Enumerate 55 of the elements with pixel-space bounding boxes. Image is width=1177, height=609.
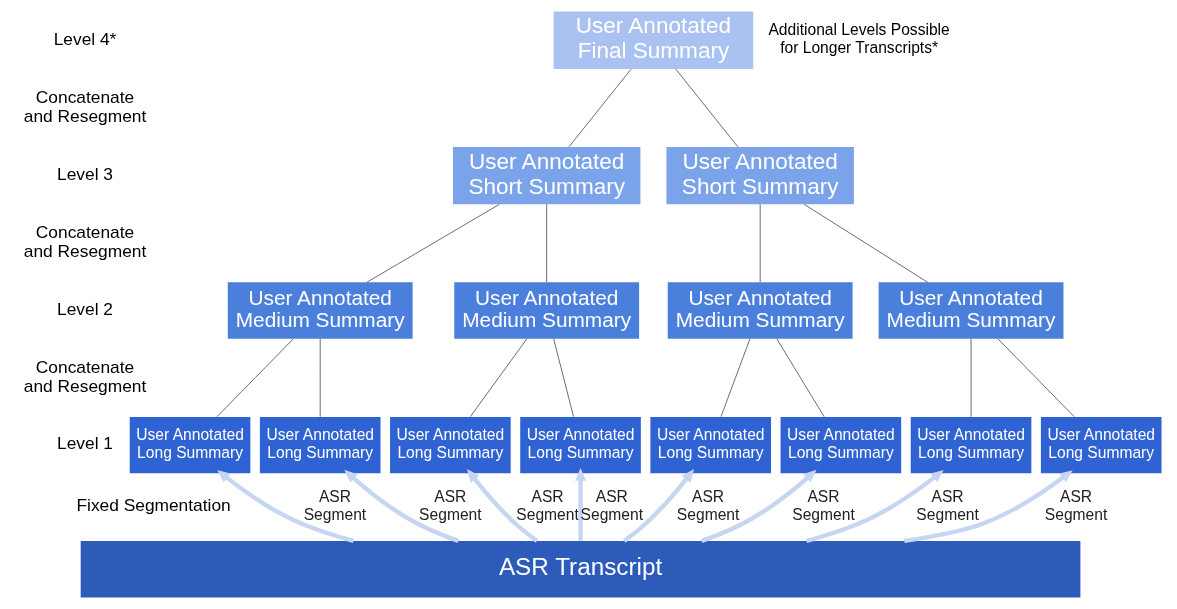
arrow [216, 470, 354, 544]
node-box: User Annotated Long Summary [780, 416, 901, 474]
connector [759, 203, 761, 283]
label: Level 3 [56, 163, 113, 184]
connector [997, 338, 1075, 418]
node-box: User Annotated Medium Summary [667, 282, 853, 339]
edge-label: ASR Segment [791, 488, 855, 523]
edge-label: ASR Segment [303, 488, 366, 523]
label: Level 4* [53, 28, 116, 49]
connector [216, 338, 294, 418]
connector [545, 203, 547, 283]
node-box: ASR Transcript [80, 540, 1080, 598]
edge-label: ASR Segment [1044, 488, 1107, 523]
edge-label: ASR Segment [676, 488, 739, 523]
connector [970, 338, 971, 418]
label: Level 2 [56, 298, 113, 319]
label: Additional Levels Possible for Longer Transcripts* [767, 21, 950, 56]
connector [720, 338, 750, 418]
node-box: User Annotated Final Summary [553, 11, 753, 69]
connector [674, 68, 738, 148]
node-box: User Annotated Long Summary [389, 416, 511, 474]
arrow [805, 470, 944, 544]
edge-label: ASR Segment [580, 488, 643, 523]
arrow [466, 469, 538, 543]
edge-label: ASR Segment [915, 488, 979, 523]
connector [568, 68, 632, 148]
arrow [903, 470, 1073, 544]
node-box: User Annotated Medium Summary [227, 282, 413, 339]
edge-label: ASR Segment [515, 488, 579, 523]
connector [803, 203, 928, 283]
label: Concatenate and Resegment [23, 356, 146, 396]
label: Concatenate and Resegment [23, 222, 146, 262]
connector [469, 338, 527, 418]
arrow [574, 467, 586, 541]
node-box: User Annotated Medium Summary [878, 282, 1063, 339]
arrow [700, 469, 817, 543]
node-box: User Annotated Medium Summary [453, 282, 639, 339]
node-box: User Annotated Long Summary [129, 416, 250, 474]
connector [319, 338, 321, 418]
node-box: User Annotated Short Summary [665, 147, 854, 205]
arrow [622, 469, 694, 543]
arrow [343, 469, 459, 543]
label: Concatenate and Resegment [23, 86, 146, 126]
label: Fixed Segmentation [75, 495, 231, 516]
edge-label: ASR Segment [418, 488, 482, 523]
node-box: User Annotated Long Summary [519, 416, 641, 474]
connector [775, 338, 825, 418]
connector [365, 203, 500, 283]
label: Level 1 [56, 433, 113, 454]
node-box: User Annotated Short Summary [452, 147, 640, 205]
node-box: User Annotated Long Summary [649, 416, 771, 474]
node-box: User Annotated Long Summary [259, 416, 380, 474]
connector [552, 338, 574, 418]
node-box: User Annotated Long Summary [1040, 416, 1162, 474]
node-box: User Annotated Long Summary [910, 416, 1031, 474]
